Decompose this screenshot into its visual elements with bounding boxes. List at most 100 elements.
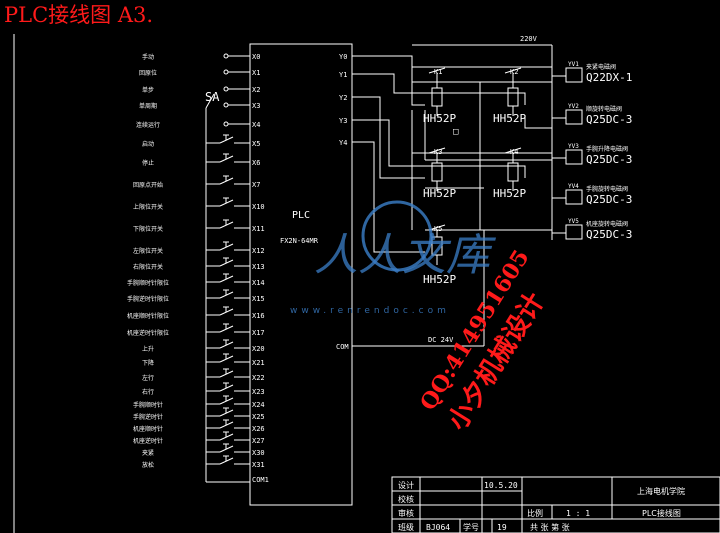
- solenoid-name: 手腕旋转电磁阀: [586, 185, 628, 193]
- output-terminal: Y2: [339, 94, 347, 102]
- input-label: 上升: [142, 345, 154, 353]
- input-label: 夹紧: [142, 449, 154, 457]
- input-terminal: X10: [252, 203, 265, 211]
- solenoid-box: [565, 109, 583, 125]
- tb-student-no: 19: [497, 523, 507, 532]
- solenoid-box: [565, 189, 583, 205]
- sa-pole: [205, 93, 215, 109]
- relay-tag: K3: [434, 148, 442, 156]
- sa-contact: [223, 121, 229, 127]
- output-wire: [352, 119, 526, 178]
- tb-scale: 1 : 1: [566, 509, 590, 518]
- solenoid-box: [565, 224, 583, 240]
- input-label: 手动: [142, 53, 154, 61]
- title-block: 设计 10.5.20 校核 审核 班级 BJ064 学号 19 比例 1 : 1…: [391, 476, 720, 533]
- sa-contact: [223, 53, 229, 59]
- plc-model: FX2N-64MR: [280, 237, 319, 245]
- relay-model: HH52P: [493, 187, 526, 200]
- dc-supply-label: DC 24V: [428, 336, 454, 344]
- input-label: 手腕顺时针: [133, 401, 163, 409]
- output-terminal: Y4: [339, 139, 347, 147]
- watermark-site: www.renrendoc.com: [290, 306, 450, 316]
- input-terminal: X15: [252, 295, 265, 303]
- relay-coil: [431, 87, 443, 107]
- input-terminal: X3: [252, 102, 260, 110]
- ac-supply-label: 220V: [520, 35, 538, 43]
- input-terminal: X0: [252, 53, 260, 61]
- solenoid-model: Q25DC-3: [586, 193, 632, 206]
- relay-contact: [504, 67, 522, 74]
- input-label: 右限位开关: [133, 263, 163, 271]
- solenoid-tag: YV1: [568, 61, 579, 68]
- solenoid-model: Q25DC-3: [586, 113, 632, 126]
- input-terminal: X4: [252, 121, 260, 129]
- input-label: 左行: [142, 374, 154, 382]
- input-terminal: X26: [252, 425, 265, 433]
- input-terminal: X24: [252, 401, 265, 409]
- tb-design: 设计: [398, 480, 414, 490]
- output-section: Y0Y1Y2Y3Y4K1HH52PK2HH52PK3HH52PK4HH52PK5…: [339, 53, 632, 286]
- watermark-logo-circle: [361, 200, 433, 272]
- sa-label: SA: [205, 90, 220, 104]
- solenoid-box: [565, 149, 583, 165]
- tb-student-no-label: 学号: [463, 522, 479, 532]
- input-label: 回原点开始: [133, 181, 163, 189]
- solenoid-box: [565, 67, 583, 83]
- relay-tag: K5: [434, 225, 442, 233]
- input-label: 右行: [142, 388, 154, 396]
- input-terminal: X20: [252, 345, 265, 353]
- input-label: 机座逆时针限位: [127, 329, 169, 337]
- input-terminal: X13: [252, 263, 265, 271]
- plc-body: [249, 43, 353, 506]
- input-label: 左限位开关: [133, 247, 163, 255]
- input-label: 回原位: [139, 69, 157, 77]
- input-terminal: X5: [252, 140, 260, 148]
- input-label: 下限位开关: [133, 225, 163, 233]
- input-terminal: X21: [252, 359, 265, 367]
- relay-model: HH52P: [423, 187, 456, 200]
- input-label: 手腕顺时针限位: [127, 279, 169, 287]
- relay-model: HH52P: [423, 273, 456, 286]
- plc-label: PLC: [292, 210, 310, 221]
- input-terminal: X25: [252, 413, 265, 421]
- input-label: 启动: [142, 140, 154, 148]
- sa-contact: [223, 86, 229, 92]
- relay-tag: K4: [510, 148, 518, 156]
- sa-contact: [223, 102, 229, 108]
- sa-contact: [223, 69, 229, 75]
- input-label: 上限位开关: [133, 203, 163, 211]
- input-label: 放松: [142, 461, 154, 469]
- output-wire: [352, 141, 425, 253]
- junction-mark: □: [453, 127, 459, 137]
- input-label: 手腕逆时针限位: [127, 295, 169, 303]
- plc-com1-label: COM1: [252, 476, 269, 484]
- output-wire: [352, 96, 425, 179]
- solenoid-tag: YV3: [568, 143, 579, 150]
- solenoid-model: Q25DC-3: [586, 228, 632, 241]
- tb-design-date: 10.5.20: [484, 481, 518, 490]
- input-terminal: X30: [252, 449, 265, 457]
- output-terminal: Y1: [339, 71, 347, 79]
- relay-tag: K1: [434, 68, 442, 76]
- tb-class-label: 班级: [398, 522, 414, 532]
- output-wire: [352, 55, 425, 106]
- tb-drawing-name: PLC接线图: [642, 508, 681, 518]
- solenoid-name: 夹紧电磁阀: [586, 63, 616, 71]
- tb-sheets: 共 张 第 张: [530, 522, 570, 532]
- relay-contact: [504, 147, 522, 154]
- input-label: 手腕逆时针: [133, 413, 163, 421]
- tb-school: 上海电机学院: [637, 486, 685, 496]
- output-terminal: Y3: [339, 117, 347, 125]
- solenoid-tag: YV4: [568, 183, 579, 190]
- input-terminal: X31: [252, 461, 265, 469]
- input-label: 单周期: [139, 102, 157, 110]
- solenoid-tag: YV2: [568, 103, 579, 110]
- contact-wire: [524, 115, 552, 129]
- page-title: PLC接线图 A3.: [4, 3, 153, 27]
- input-label: 机座顺时针限位: [127, 312, 169, 320]
- input-label: 机座逆时针: [133, 437, 163, 445]
- relay-model: HH52P: [493, 112, 526, 125]
